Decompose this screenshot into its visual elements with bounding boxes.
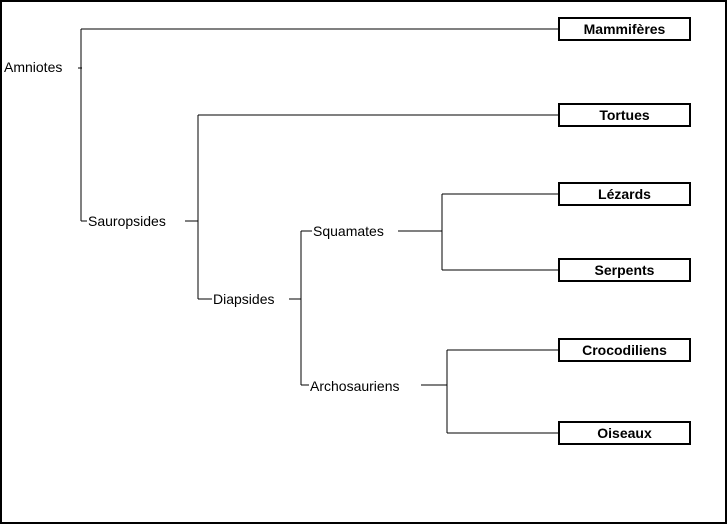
taxon-lezards: Lézards (558, 182, 691, 206)
taxon-oiseaux: Oiseaux (558, 421, 691, 445)
clade-amniotes: Amniotes (3, 59, 64, 75)
taxon-tortues: Tortues (558, 103, 691, 127)
taxon-crocodiliens: Crocodiliens (558, 338, 691, 362)
clade-diapsides: Diapsides (212, 291, 276, 307)
taxon-mammiferes: Mammifères (558, 17, 691, 41)
clade-archosauriens: Archosauriens (309, 378, 401, 394)
clade-squamates: Squamates (312, 223, 385, 239)
clade-sauropsides: Sauropsides (87, 213, 167, 229)
taxon-serpents: Serpents (558, 258, 691, 282)
